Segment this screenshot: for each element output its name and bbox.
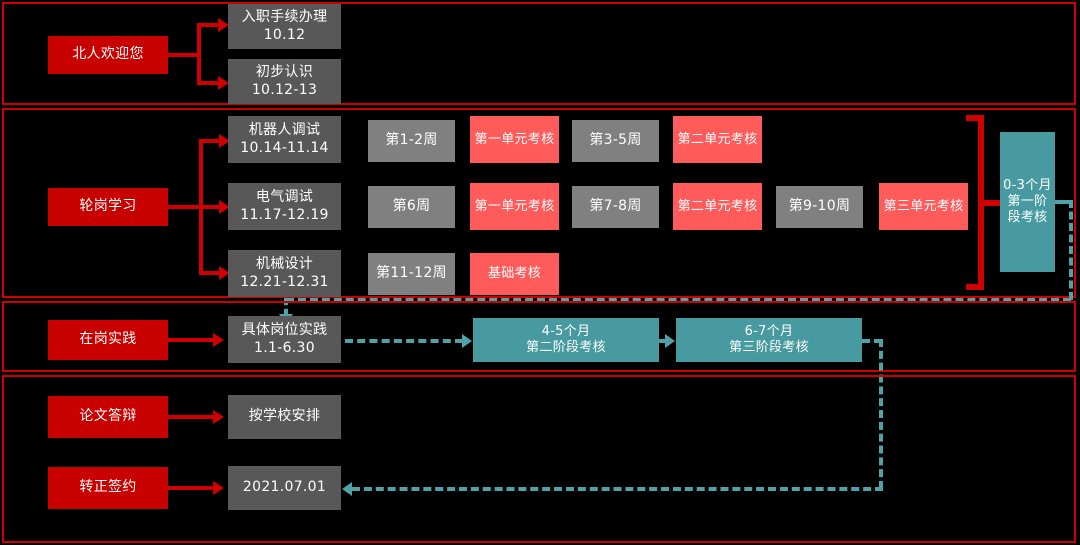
arrowhead-conversion-task (213, 481, 224, 495)
phase-box-welcome[interactable]: 北人欢迎您 (48, 36, 168, 74)
teal-route-across-left (286, 298, 1071, 302)
task-box-mechanical-design[interactable]: 机械设计 12.21-12.31 (228, 250, 341, 297)
teal-arrowhead-gate2 (462, 334, 472, 348)
teal-route-down-to-task (284, 298, 288, 316)
task-title: 具体岗位实践 (241, 322, 328, 339)
step-box-week[interactable]: 第1-2周 (368, 120, 455, 162)
stage-gate-box-phase1[interactable]: 0-3个月第一阶段考核 (1000, 132, 1055, 272)
connector-thesis-to-task (168, 415, 216, 419)
section-on-the-job (2, 301, 1076, 372)
step-box-week[interactable]: 第6周 (368, 186, 455, 228)
phase-box-rotation[interactable]: 轮岗学习 (48, 188, 168, 226)
step-box-week[interactable]: 第9-10周 (776, 186, 863, 228)
phase-box-on-the-job[interactable]: 在岗实践 (48, 320, 168, 360)
teal-route-gate3-down (879, 339, 883, 489)
step-box-week[interactable]: 第3-5周 (572, 120, 659, 162)
step-box-assessment[interactable]: 第二单元考核 (673, 183, 762, 230)
task-date: 1.1-6.30 (254, 339, 315, 356)
task-box-conversion-date[interactable]: 2021.07.01 (228, 466, 341, 510)
arrowhead-welcome-bottom (218, 76, 229, 90)
task-box-electrical-debug[interactable]: 电气调试 11.17-12.19 (228, 183, 341, 230)
gate-title: 第三阶段考核 (729, 340, 809, 355)
task-title: 电气调试 (255, 189, 314, 206)
stage-gate-box-phase2[interactable]: 4-5个月 第二阶段考核 (473, 318, 659, 362)
task-title: 入职手续办理 (241, 9, 328, 26)
teal-route-gate-exit (1055, 200, 1071, 204)
task-title: 初步认识 (255, 64, 314, 81)
connector-welcome-branch-bottom (197, 81, 222, 85)
step-box-week[interactable]: 第7-8周 (572, 186, 659, 228)
task-date: 10.14-11.14 (240, 139, 329, 156)
task-title: 机械设计 (255, 256, 314, 273)
arrowhead-welcome-top (218, 18, 229, 32)
bracket-rotation-exit (978, 200, 1000, 206)
phase-box-conversion-signing[interactable]: 转正签约 (48, 467, 168, 509)
task-date: 11.17-12.19 (240, 206, 329, 223)
task-date: 12.21-12.31 (240, 273, 329, 290)
section-rotation (2, 108, 1076, 298)
connector-rotation-stem (168, 205, 202, 209)
arrowhead-onjob-task (213, 333, 224, 347)
teal-arrowhead-into-contract (342, 482, 352, 496)
gate-period: 6-7个月 (744, 324, 794, 340)
phase-box-thesis-defense[interactable]: 论文答辩 (48, 396, 168, 438)
connector-welcome-branch-top (197, 23, 222, 27)
connector-rotation-branch-1 (199, 139, 222, 143)
step-box-assessment[interactable]: 第一单元考核 (470, 183, 559, 230)
connector-welcome-riser (197, 23, 201, 85)
step-box-week[interactable]: 第11-12周 (368, 253, 455, 295)
teal-connector-gate2-to-gate3 (659, 339, 667, 343)
arrowhead-thesis-task (213, 410, 224, 424)
teal-route-gate3-exit (862, 339, 882, 343)
task-box-onboarding[interactable]: 入职手续办理 10.12 (228, 4, 341, 49)
step-box-assessment[interactable]: 第三单元考核 (879, 183, 968, 230)
task-date: 10.12 (263, 26, 306, 43)
connector-rotation-branch-3 (199, 271, 222, 275)
step-box-assessment[interactable]: 基础考核 (470, 253, 559, 295)
task-box-orientation[interactable]: 初步认识 10.12-13 (228, 59, 341, 104)
stage-gate-box-phase3[interactable]: 6-7个月 第三阶段考核 (676, 318, 862, 362)
bracket-rotation-top-arm (966, 115, 984, 121)
teal-route-right-down (1069, 200, 1073, 300)
teal-route-to-contract (352, 487, 883, 491)
section-welcome (2, 2, 1076, 105)
bracket-rotation-bottom-arm (966, 284, 984, 290)
task-box-robot-debug[interactable]: 机器人调试 10.14-11.14 (228, 116, 341, 163)
task-box-school-schedule[interactable]: 按学校安排 (228, 395, 341, 439)
section-closing (2, 375, 1076, 543)
step-box-assessment[interactable]: 第二单元考核 (673, 116, 762, 163)
connector-welcome-stem (168, 53, 200, 57)
connector-rotation-branch-2 (199, 205, 222, 209)
gate-title: 第二阶段考核 (526, 340, 606, 355)
step-box-assessment[interactable]: 第一单元考核 (470, 116, 559, 163)
connector-conversion-to-task (168, 486, 216, 490)
arrowhead-rotation-2 (219, 200, 230, 214)
teal-connector-task-to-gate2 (345, 339, 463, 343)
connector-onjob-to-task (168, 338, 216, 342)
arrowhead-rotation-1 (219, 134, 230, 148)
gate-period: 4-5个月 (541, 324, 591, 340)
task-date: 10.12-13 (251, 81, 318, 98)
task-box-position-practice[interactable]: 具体岗位实践 1.1-6.30 (228, 316, 341, 363)
arrowhead-rotation-3 (219, 266, 230, 280)
teal-arrowhead-gate3 (665, 334, 675, 348)
task-title: 机器人调试 (248, 122, 321, 139)
